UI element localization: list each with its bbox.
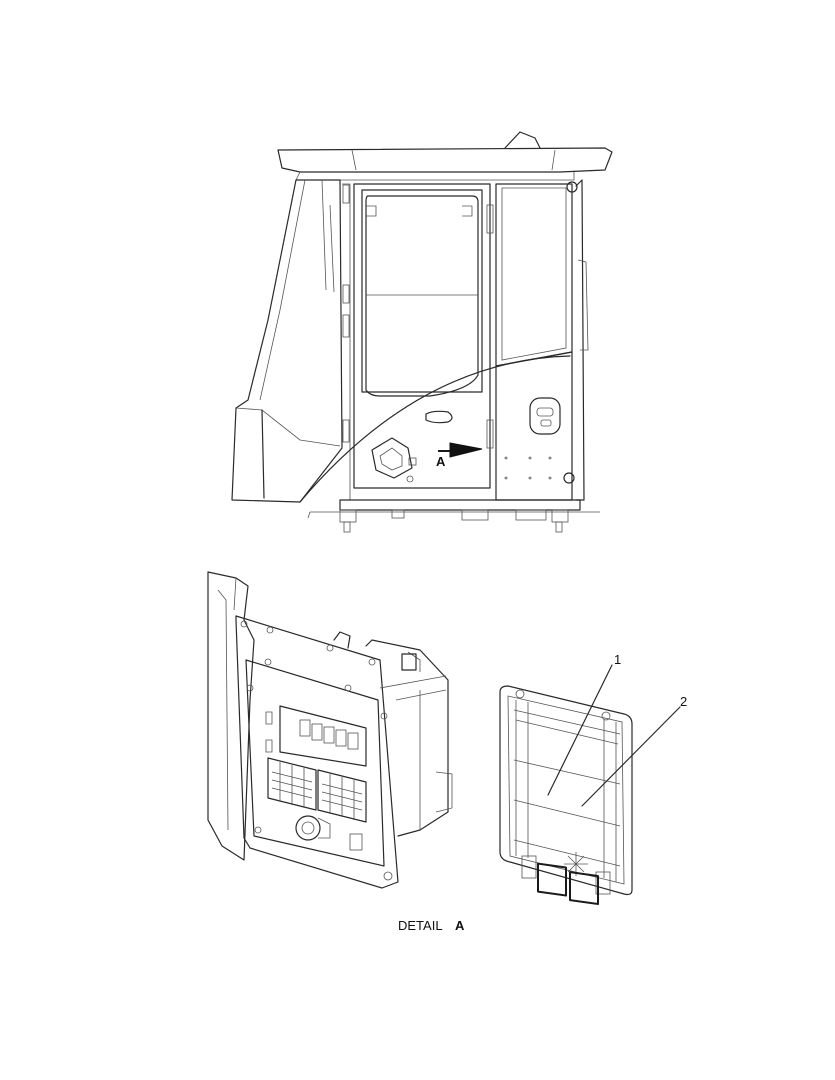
callout-2: 2 [581, 694, 687, 807]
decal-2 [569, 871, 599, 906]
detail-letter: A [455, 918, 465, 933]
view-arrow-label: A [436, 454, 446, 469]
callout-1-number: 1 [614, 652, 621, 667]
callout-2-number: 2 [680, 694, 687, 709]
detail-caption: DETAIL A [398, 918, 465, 933]
callout-1: 1 [547, 652, 621, 796]
decal-1 [537, 862, 567, 897]
cab-illustration [231, 131, 613, 533]
view-arrow-a: A [436, 442, 483, 469]
cover-panel-illustration [499, 685, 633, 906]
control-panel-illustration [207, 571, 453, 889]
detail-word: DETAIL [398, 918, 443, 933]
